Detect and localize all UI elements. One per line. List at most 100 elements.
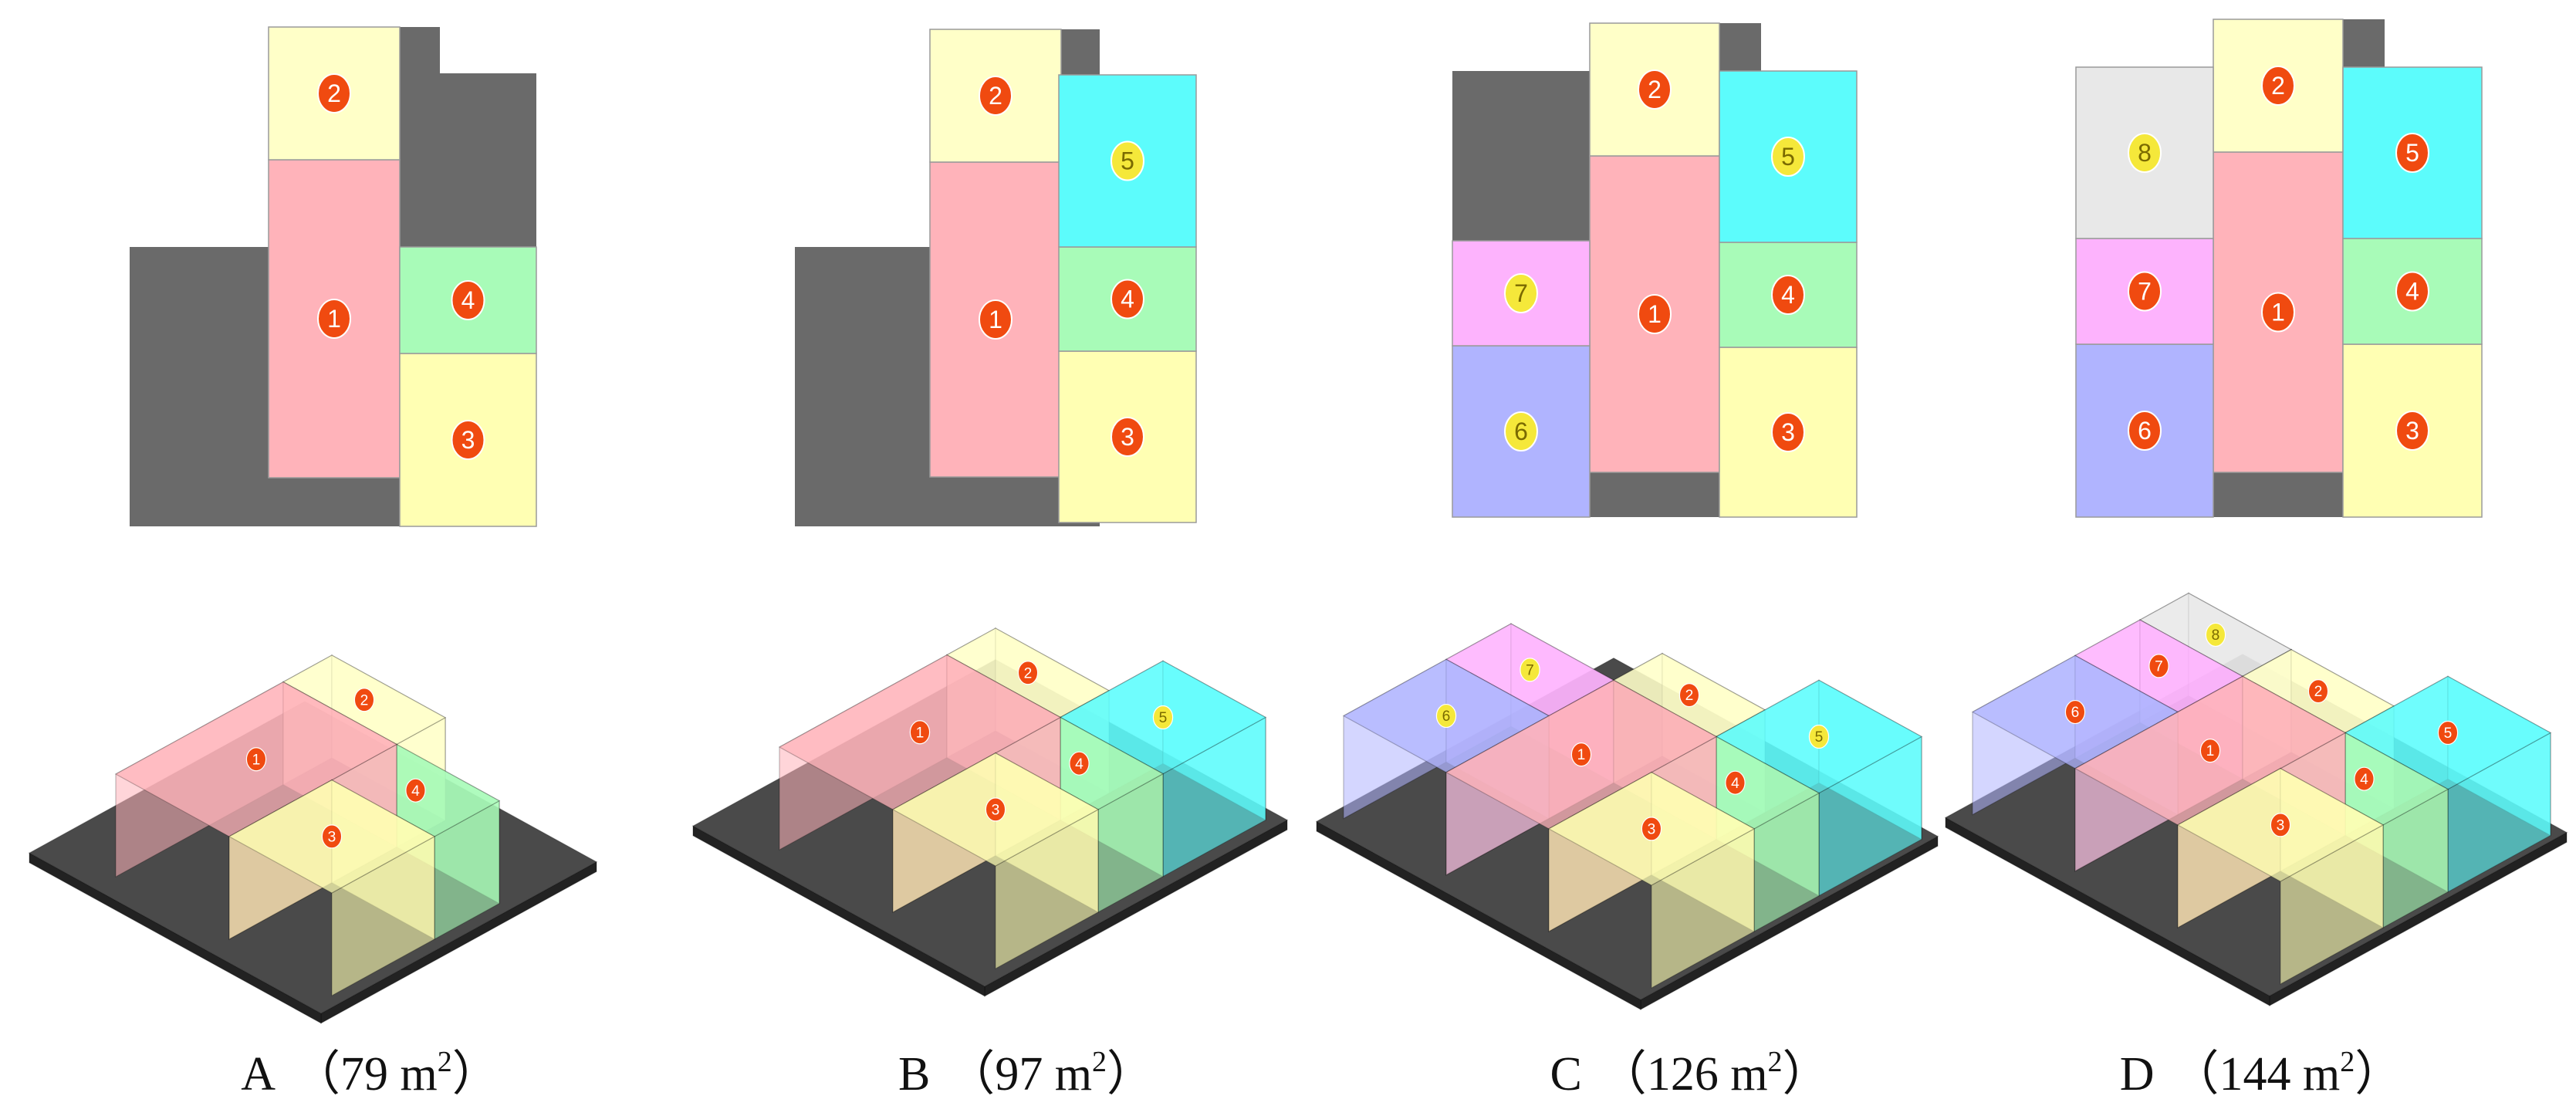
room-4-number: 4 <box>411 783 420 800</box>
room-1-number: 1 <box>2271 299 2285 326</box>
room-4-number: 4 <box>2360 772 2368 788</box>
room-6-badge: 6 <box>2128 411 2162 451</box>
room-7-badge: 7 <box>1504 273 1538 313</box>
room-8-number: 8 <box>2212 627 2220 644</box>
caption-b: B（97 m2） <box>756 1034 1296 1104</box>
room-6-number: 6 <box>1442 708 1451 725</box>
room-2-number: 2 <box>1685 688 1694 704</box>
room-4-number: 4 <box>1075 756 1083 773</box>
room-8-badge: 8 <box>2128 133 2162 173</box>
room-7-number: 7 <box>1514 279 1528 307</box>
room-1-badge: 1 <box>909 720 931 745</box>
room-1-number: 1 <box>252 752 261 768</box>
room-2-badge: 2 <box>979 76 1012 116</box>
room-5-badge: 5 <box>1808 724 1830 749</box>
room-2-badge: 2 <box>1017 661 1039 685</box>
isometric-c: 3 4 5 1 2 6 7 <box>1315 623 1939 1011</box>
room-1-number: 1 <box>1577 747 1586 763</box>
room-4-badge: 4 <box>405 778 426 803</box>
room-1-number: 1 <box>916 725 925 741</box>
room-3-number: 3 <box>1781 418 1795 446</box>
room-2-badge: 2 <box>1678 682 1700 708</box>
room-4-badge: 4 <box>2354 766 2375 791</box>
caption-unit: m <box>1730 1048 1768 1101</box>
caption-d: D （144 m2） <box>1991 1034 2531 1104</box>
room-3-badge: 3 <box>1641 817 1662 841</box>
room-5-number: 5 <box>2444 725 2453 742</box>
room-5-badge: 5 <box>1771 137 1805 177</box>
room-1-badge: 1 <box>1638 294 1672 334</box>
room-2-badge: 2 <box>2307 678 2329 704</box>
isometric-a: 3 4 1 2 <box>28 654 598 1024</box>
room-3-badge: 3 <box>1771 412 1805 452</box>
caption-paren-open: （ <box>1598 1048 1647 1101</box>
room-2-number: 2 <box>989 82 1002 110</box>
caption-unit: m <box>2303 1048 2341 1101</box>
caption-sup: 2 <box>2340 1046 2355 1078</box>
room-1-number: 1 <box>1648 300 1662 328</box>
room-1-number: 1 <box>2206 743 2215 759</box>
room-4-badge: 4 <box>1069 751 1090 776</box>
room-5-number: 5 <box>1121 147 1134 175</box>
caption-sup: 2 <box>1092 1046 1107 1078</box>
room-4-badge: 4 <box>1725 770 1746 795</box>
room-2-number: 2 <box>327 79 341 107</box>
room-4-number: 4 <box>1781 281 1795 309</box>
caption-letter: D <box>2119 1048 2155 1101</box>
room-5-badge: 5 <box>1111 140 1144 181</box>
room-4-badge: 4 <box>451 280 485 320</box>
caption-paren-close: ） <box>2355 1048 2403 1101</box>
room-5-badge: 5 <box>2395 133 2429 173</box>
room-2-number: 2 <box>2314 684 2323 700</box>
room-2-number: 2 <box>1024 665 1033 681</box>
caption-paren-open: （ <box>2171 1048 2219 1101</box>
room-2-badge: 2 <box>317 73 351 113</box>
caption-area: 97 <box>995 1048 1043 1101</box>
room-8-number: 8 <box>2138 139 2152 167</box>
room-1-badge: 1 <box>1570 742 1592 767</box>
caption-sup: 2 <box>1767 1046 1783 1078</box>
room-5-badge: 5 <box>2437 720 2459 746</box>
room-1-badge: 1 <box>2261 292 2295 333</box>
site-slab-edge <box>29 852 322 1024</box>
room-2-number: 2 <box>360 692 369 708</box>
caption-c: C（126 m2） <box>1420 1034 1960 1104</box>
site-slab-edge <box>692 825 985 997</box>
room-2-number: 2 <box>1648 76 1662 103</box>
room-3-number: 3 <box>1121 423 1134 451</box>
room-6-badge: 6 <box>1504 411 1538 451</box>
caption-letter: A <box>241 1048 276 1101</box>
room-5-number: 5 <box>2405 139 2419 167</box>
room-4-number: 4 <box>1731 776 1739 792</box>
room-4-number: 4 <box>2405 278 2419 306</box>
room-1-badge: 1 <box>2199 738 2221 763</box>
room-6-badge: 6 <box>1435 703 1457 729</box>
room-2-badge: 2 <box>1638 69 1672 110</box>
room-7-number: 7 <box>2155 658 2163 675</box>
room-1-badge: 1 <box>979 299 1012 340</box>
room-6-badge: 6 <box>2064 699 2086 725</box>
room-3-badge: 3 <box>321 824 343 849</box>
caption-paren-close: ） <box>1107 1048 1155 1101</box>
caption-paren-open: （ <box>292 1048 341 1101</box>
caption-area: 144 <box>2219 1048 2291 1101</box>
room-3-number: 3 <box>2277 817 2285 834</box>
room-5-badge: 5 <box>1152 705 1174 730</box>
room-7-badge: 7 <box>1520 658 1540 682</box>
room-7-number: 7 <box>2138 278 2152 306</box>
room-5-number: 5 <box>1815 729 1824 746</box>
room-3-number: 3 <box>1648 821 1656 837</box>
room-6-number: 6 <box>2138 417 2152 445</box>
caption-paren-close: ） <box>1782 1048 1831 1101</box>
room-2-number: 2 <box>2271 72 2285 100</box>
caption-letter: B <box>898 1048 931 1101</box>
room-4-badge: 4 <box>1771 275 1805 315</box>
caption-area: 79 <box>340 1048 389 1101</box>
caption-a: A（79 m2） <box>100 1034 641 1104</box>
